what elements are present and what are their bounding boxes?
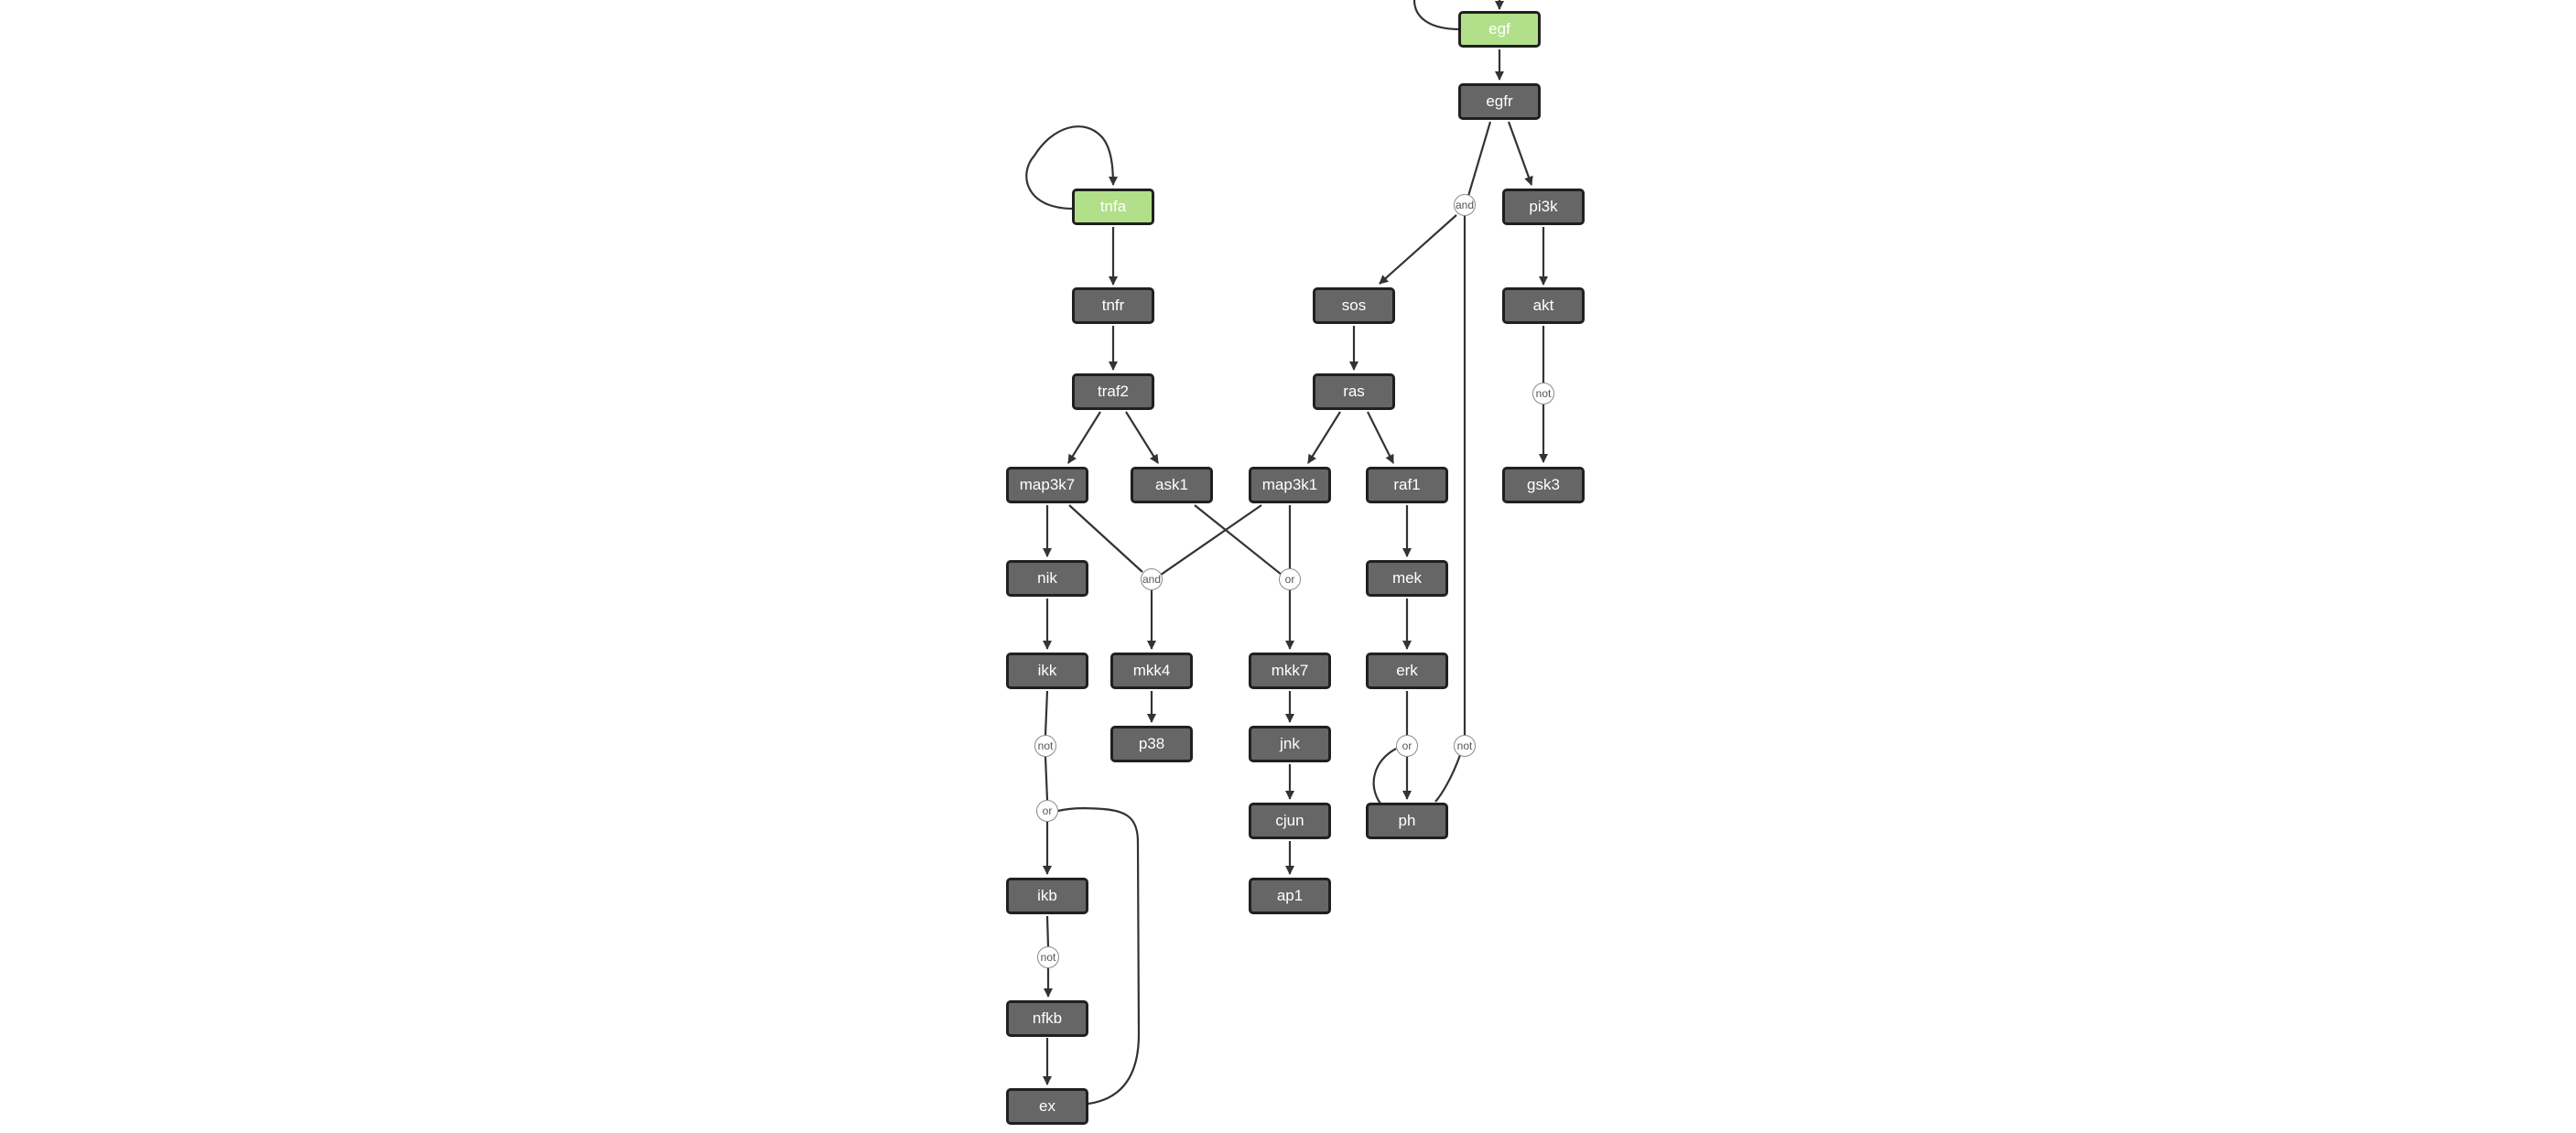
edge-not-ph: [1434, 754, 1462, 803]
gate-and-map3k7-map3k1[interactable]: and: [1141, 568, 1163, 590]
edge-ask1-or: [1194, 504, 1283, 576]
gate-or-ask1-map3k1[interactable]: or: [1279, 568, 1301, 590]
node-akt[interactable]: akt: [1502, 287, 1585, 324]
node-ap1[interactable]: ap1: [1249, 878, 1331, 914]
node-raf1[interactable]: raf1: [1366, 467, 1448, 503]
node-sos[interactable]: sos: [1313, 287, 1395, 324]
node-ex[interactable]: ex: [1006, 1088, 1088, 1125]
gate-not-ikb[interactable]: not: [1037, 946, 1059, 968]
edge-egfr-pi3k: [1507, 121, 1533, 186]
node-traf2[interactable]: traf2: [1072, 373, 1154, 410]
node-mkk4[interactable]: mkk4: [1110, 653, 1193, 689]
edge-not-or: [1044, 756, 1049, 801]
node-jnk[interactable]: jnk: [1249, 726, 1331, 762]
node-cjun[interactable]: cjun: [1249, 803, 1331, 839]
node-tnfr[interactable]: tnfr: [1072, 287, 1154, 324]
node-map3k7[interactable]: map3k7: [1006, 467, 1088, 503]
node-egfr[interactable]: egfr: [1458, 83, 1541, 120]
gate-or-erk[interactable]: or: [1396, 735, 1418, 757]
edge-ras-raf1: [1367, 411, 1394, 464]
edge-egfr-and: [1467, 121, 1492, 197]
node-egf[interactable]: egf: [1458, 11, 1541, 48]
node-erk[interactable]: erk: [1366, 653, 1448, 689]
node-map3k1[interactable]: map3k1: [1249, 467, 1331, 503]
edge-traf2-map3k7: [1067, 411, 1101, 464]
edge-ras-map3k1: [1307, 411, 1341, 464]
node-ikb[interactable]: ikb: [1006, 878, 1088, 914]
edge-ikk-not: [1044, 690, 1049, 736]
node-nfkb[interactable]: nfkb: [1006, 1000, 1088, 1037]
gate-or-ikb[interactable]: or: [1036, 800, 1058, 822]
edge-ikb-not: [1045, 915, 1050, 947]
node-mek[interactable]: mek: [1366, 560, 1448, 597]
node-nik[interactable]: nik: [1006, 560, 1088, 597]
node-ask1[interactable]: ask1: [1131, 467, 1213, 503]
edge-map3k1-and: [1160, 504, 1262, 576]
node-gsk3[interactable]: gsk3: [1502, 467, 1585, 503]
node-ikk[interactable]: ikk: [1006, 653, 1088, 689]
edge-ex-or-feedback: [1057, 807, 1141, 1106]
node-p38[interactable]: p38: [1110, 726, 1193, 762]
edge-traf2-ask1: [1125, 411, 1159, 464]
node-pi3k[interactable]: pi3k: [1502, 189, 1585, 225]
node-tnfa[interactable]: tnfa: [1072, 189, 1154, 225]
node-ras[interactable]: ras: [1313, 373, 1395, 410]
gate-and-egfr[interactable]: and: [1454, 194, 1476, 216]
node-ph[interactable]: ph: [1366, 803, 1448, 839]
node-mkk7[interactable]: mkk7: [1249, 653, 1331, 689]
gate-not-ikk[interactable]: not: [1034, 735, 1056, 757]
edge-ph-or-loop: [1372, 748, 1397, 804]
edge-egf-self-loop: [1412, 0, 1461, 31]
gate-not-egfr-ph[interactable]: not: [1454, 735, 1476, 757]
gate-not-akt[interactable]: not: [1532, 383, 1554, 405]
edge-and-sos: [1379, 214, 1457, 285]
